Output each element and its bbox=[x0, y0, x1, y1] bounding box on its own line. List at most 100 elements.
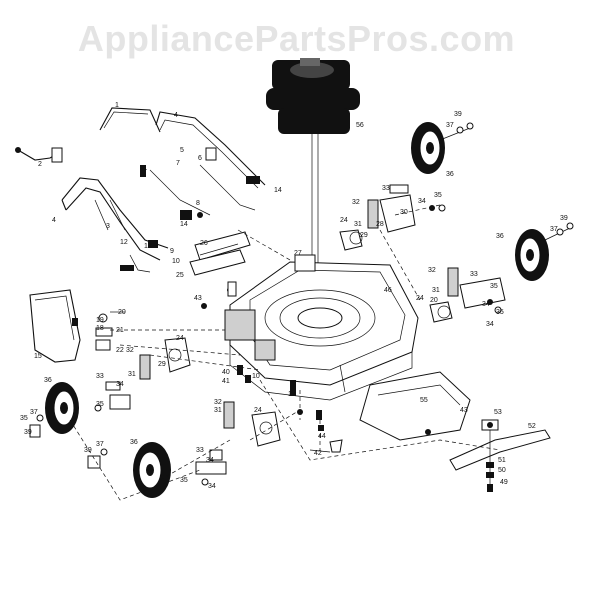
callout-46: 46 bbox=[384, 287, 392, 294]
callout-52: 52 bbox=[528, 423, 536, 430]
wheel-front-right bbox=[515, 222, 574, 281]
callout-10: 10 bbox=[172, 258, 180, 265]
callout-24: 24 bbox=[176, 335, 184, 342]
upper-handle bbox=[99, 107, 266, 216]
callout-13: 13 bbox=[144, 243, 152, 250]
callout-5: 5 bbox=[180, 147, 184, 154]
height-adjuster-front-left bbox=[195, 401, 281, 486]
callout-43: 43 bbox=[460, 407, 468, 414]
callout-35: 35 bbox=[180, 477, 188, 484]
callout-32: 32 bbox=[352, 199, 360, 206]
callout-20: 20 bbox=[118, 309, 126, 316]
engine-assembly bbox=[266, 58, 360, 300]
mower-deck bbox=[224, 254, 419, 401]
callout-33: 33 bbox=[382, 185, 390, 192]
callout-39: 39 bbox=[560, 215, 568, 222]
height-adjuster-front-right bbox=[429, 267, 506, 323]
callout-14: 14 bbox=[274, 187, 282, 194]
callout-36: 36 bbox=[496, 233, 504, 240]
callout-12: 12 bbox=[120, 239, 128, 246]
callout-39: 39 bbox=[454, 111, 462, 118]
callout-36: 36 bbox=[44, 377, 52, 384]
callout-36: 36 bbox=[130, 439, 138, 446]
height-adjuster-rear-left bbox=[94, 337, 191, 412]
callout-33: 33 bbox=[196, 447, 204, 454]
callout-4: 4 bbox=[52, 217, 56, 224]
callout-24: 24 bbox=[340, 217, 348, 224]
callout-37: 37 bbox=[30, 409, 38, 416]
callout-43: 43 bbox=[194, 295, 202, 302]
callout-27: 27 bbox=[294, 250, 302, 257]
callout-15: 15 bbox=[34, 353, 42, 360]
blade-assembly bbox=[449, 419, 551, 492]
callout-17: 17 bbox=[288, 391, 296, 398]
callout-49: 49 bbox=[500, 479, 508, 486]
callout-24: 24 bbox=[254, 407, 262, 414]
callout-35: 35 bbox=[490, 283, 498, 290]
callout-39: 39 bbox=[24, 429, 32, 436]
callout-19: 19 bbox=[96, 317, 104, 324]
callout-42: 42 bbox=[314, 450, 322, 457]
callout-31: 31 bbox=[432, 287, 440, 294]
callout-35: 35 bbox=[496, 309, 504, 316]
callout-2: 2 bbox=[38, 161, 42, 168]
callout-31: 31 bbox=[214, 407, 222, 414]
wheel-rear-right bbox=[411, 122, 474, 174]
callout-37: 37 bbox=[96, 441, 104, 448]
callout-11: 11 bbox=[140, 165, 147, 172]
callout-1: 1 bbox=[115, 102, 119, 109]
callout-35: 35 bbox=[434, 192, 442, 199]
callout-33: 33 bbox=[470, 271, 478, 278]
callout-32: 32 bbox=[126, 347, 134, 354]
callout-28: 28 bbox=[376, 221, 384, 228]
callout-4: 4 bbox=[174, 112, 178, 119]
callout-32: 32 bbox=[214, 399, 222, 406]
callout-32: 32 bbox=[428, 267, 436, 274]
callout-56: 56 bbox=[356, 122, 364, 129]
callout-14: 14 bbox=[180, 221, 188, 228]
callout-34: 34 bbox=[116, 381, 124, 388]
deck-hardware bbox=[201, 281, 431, 453]
callout-29: 29 bbox=[158, 361, 166, 368]
rear-door bbox=[29, 289, 81, 363]
callout-18: 18 bbox=[96, 325, 104, 332]
callout-37: 37 bbox=[550, 226, 558, 233]
callout-37: 37 bbox=[446, 122, 454, 129]
callout-40: 40 bbox=[222, 369, 230, 376]
callout-31: 31 bbox=[128, 371, 136, 378]
callout-34: 34 bbox=[206, 457, 214, 464]
callout-6: 6 bbox=[198, 155, 202, 162]
callout-41: 41 bbox=[222, 378, 230, 385]
callout-10: 10 bbox=[252, 373, 260, 380]
callout-25: 25 bbox=[176, 272, 184, 279]
callout-55: 55 bbox=[420, 397, 428, 404]
callout-39: 39 bbox=[84, 447, 92, 454]
callout-labels: 1 4 2 4 3 5 6 7 11 8 14 14 12 13 9 10 26… bbox=[20, 102, 568, 490]
handle-bracket bbox=[189, 231, 251, 276]
callout-20: 20 bbox=[430, 297, 438, 304]
callout-22: 22 bbox=[116, 347, 124, 354]
callout-34: 34 bbox=[208, 483, 216, 490]
callout-35: 35 bbox=[20, 415, 28, 422]
callout-24: 24 bbox=[416, 295, 424, 302]
callout-3: 3 bbox=[106, 223, 110, 230]
callout-53: 53 bbox=[494, 409, 502, 416]
door-hinge-parts bbox=[95, 311, 125, 351]
callout-34: 34 bbox=[482, 301, 490, 308]
callout-50: 50 bbox=[498, 467, 506, 474]
wheel-front-left bbox=[87, 442, 171, 498]
callout-9: 9 bbox=[170, 248, 174, 255]
callout-44: 44 bbox=[318, 433, 326, 440]
callout-8: 8 bbox=[196, 200, 200, 207]
callout-26: 26 bbox=[200, 240, 208, 247]
handle-hardware bbox=[120, 147, 260, 271]
callout-30: 30 bbox=[400, 209, 408, 216]
callout-34: 34 bbox=[418, 198, 426, 205]
callout-51: 51 bbox=[498, 457, 506, 464]
height-adjuster-rear-right bbox=[339, 184, 446, 251]
callout-29: 29 bbox=[360, 232, 368, 239]
callout-36: 36 bbox=[446, 171, 454, 178]
callout-35: 35 bbox=[96, 401, 104, 408]
